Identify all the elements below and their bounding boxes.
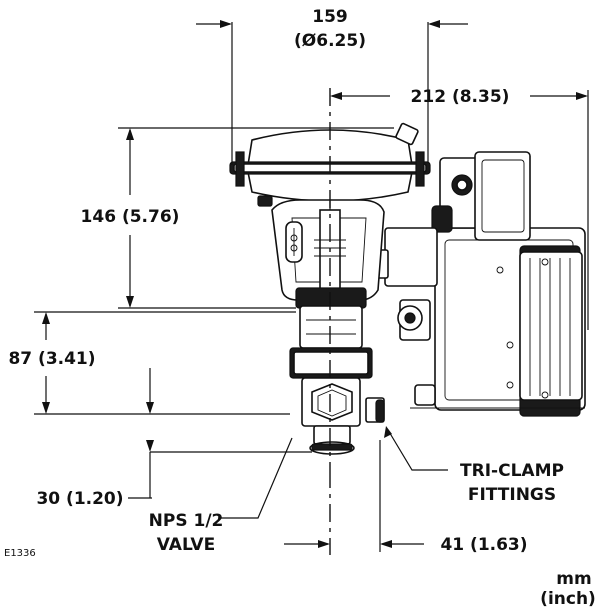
callout-valve-line1: NPS 1/2 [149, 511, 224, 531]
units-secondary: (inch) [540, 589, 596, 609]
dim-right-width: 212 (8.35) [330, 87, 589, 330]
callout-fittings-line1: TRI-CLAMP [460, 461, 564, 481]
positioner-housing [410, 227, 586, 417]
callout-fittings: TRI-CLAMP FITTINGS [384, 426, 564, 505]
dim-bottom-height: 30 (1.20) [36, 368, 312, 509]
dim-body-height: 87 (3.41) [8, 311, 296, 415]
actuator-yoke [257, 195, 385, 301]
dim-top-width: 159 (Ø6.25) [196, 7, 468, 165]
dim-actuator-height: 146 (5.76) [81, 127, 394, 309]
valve-assembly [229, 122, 586, 455]
diaphragm-casing [229, 122, 431, 202]
units-primary: mm [556, 569, 591, 589]
dim-body-height-value: 87 (3.41) [8, 349, 95, 369]
dim-top-width-value: 159 [312, 7, 348, 27]
gauge-box [431, 151, 531, 241]
mounting-bracket [371, 227, 438, 341]
dim-bottom-offset-value: 41 (1.63) [440, 535, 527, 555]
callout-fittings-line2: FITTINGS [468, 485, 556, 505]
callout-valve-line2: VALVE [157, 535, 215, 555]
dim-bottom-height-value: 30 (1.20) [36, 489, 123, 509]
dim-right-width-value: 212 (8.35) [411, 87, 510, 107]
callout-valve: NPS 1/2 VALVE [149, 437, 293, 555]
dim-actuator-height-value: 146 (5.76) [81, 207, 180, 227]
valve-body [289, 287, 385, 455]
dim-bottom-offset: 41 (1.63) [284, 440, 528, 555]
figure-id: E1336 [4, 548, 36, 559]
dim-top-width-inch: (Ø6.25) [294, 31, 366, 51]
